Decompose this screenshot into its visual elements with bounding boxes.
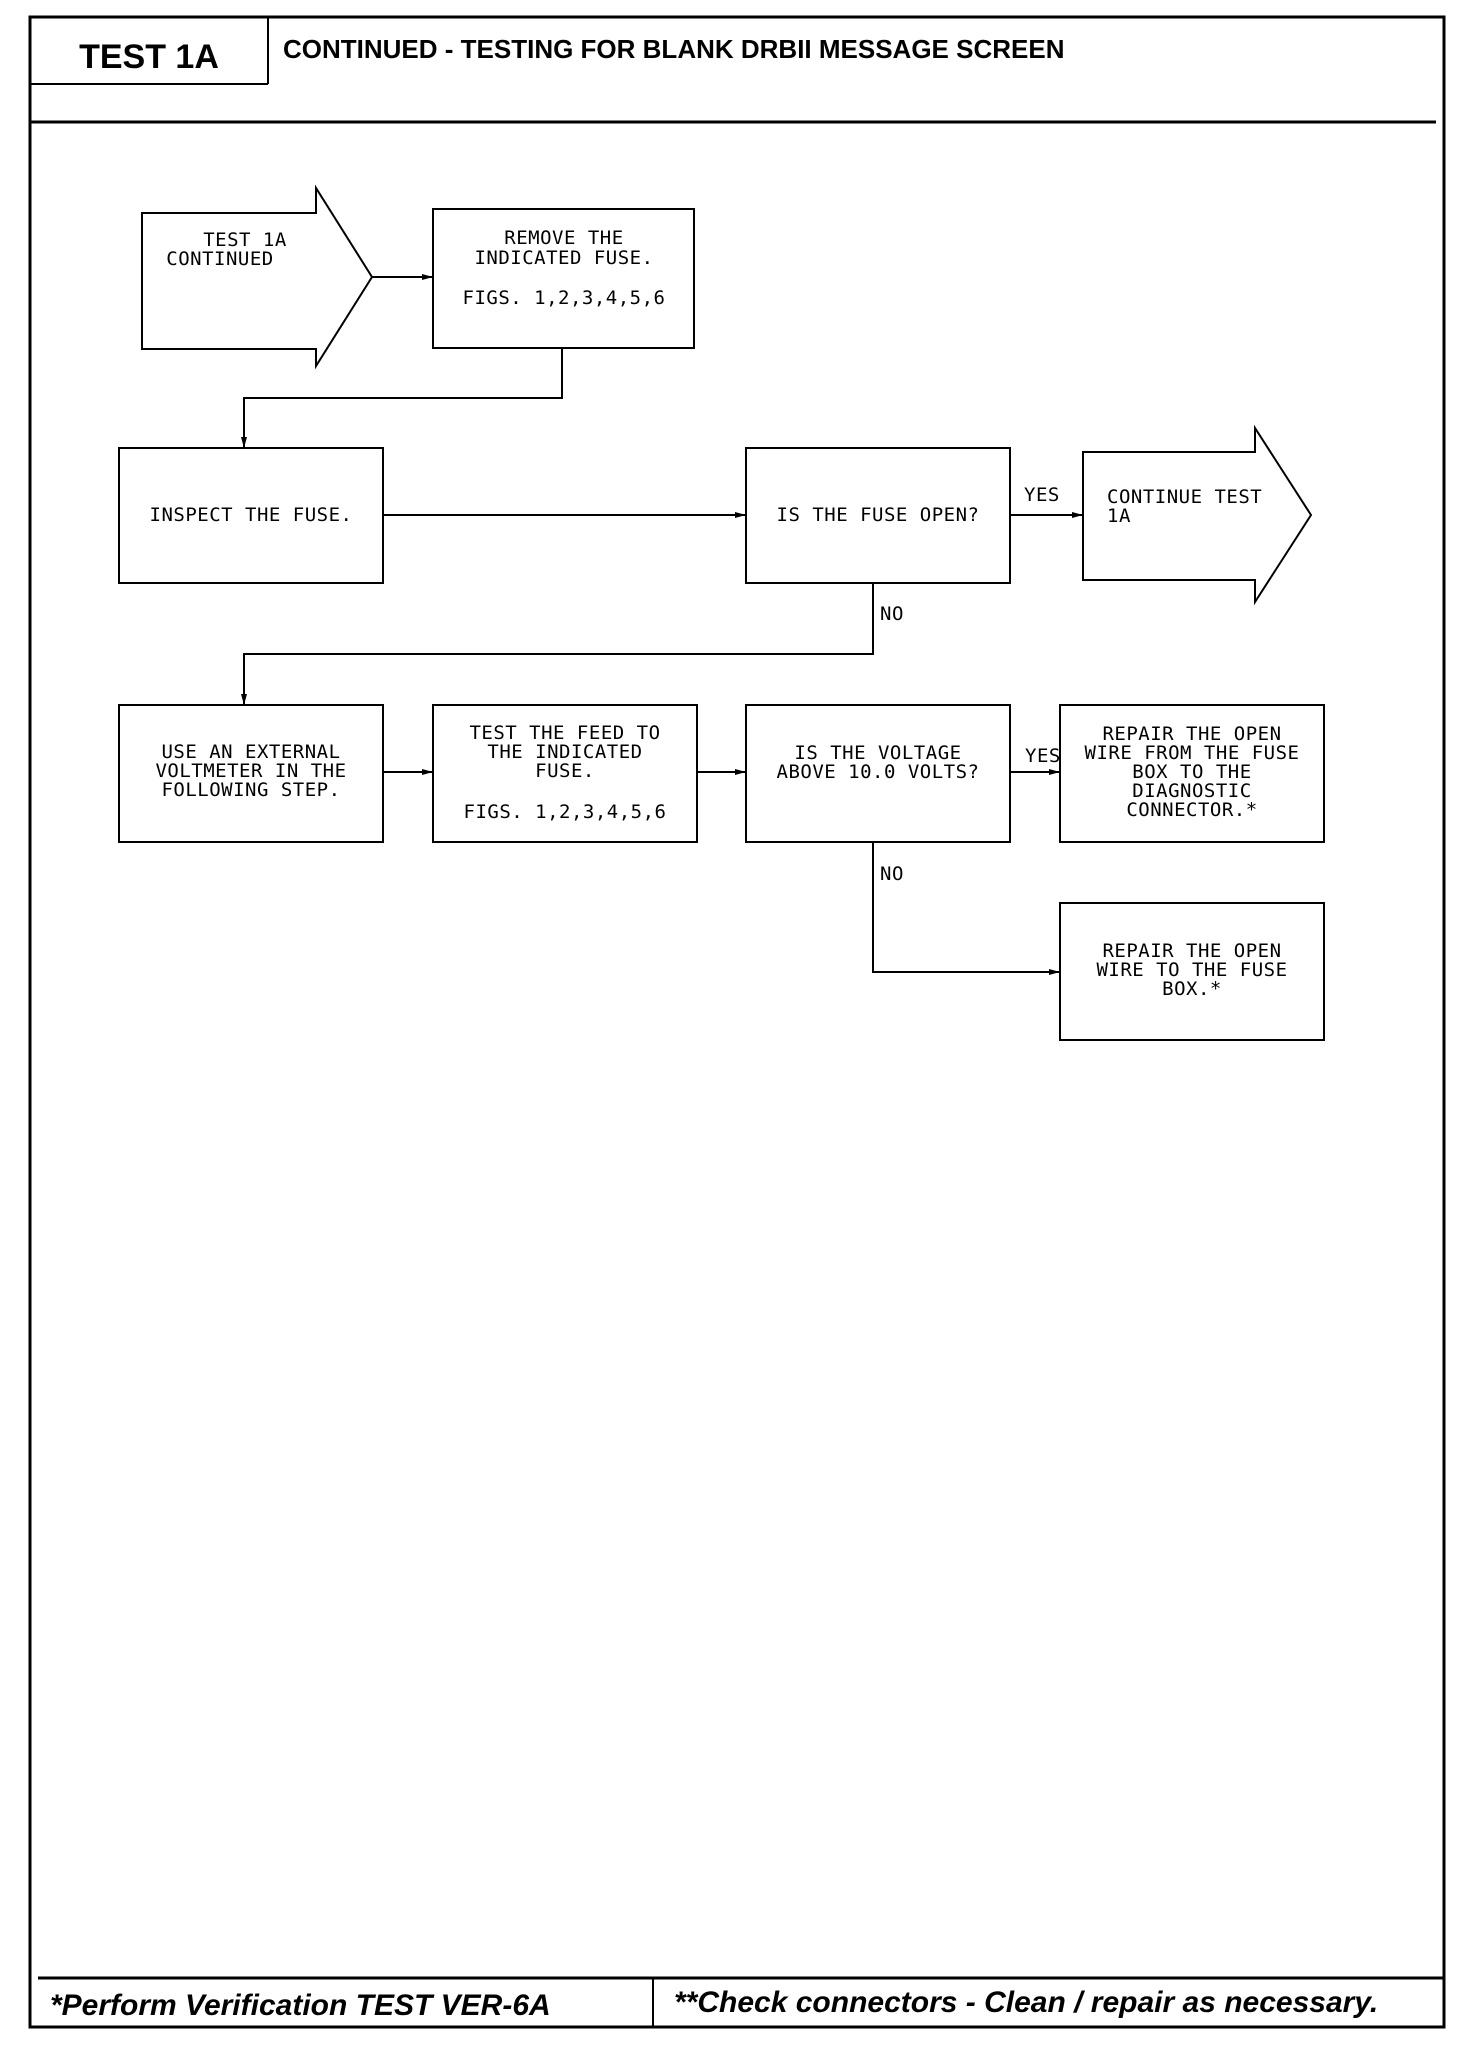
node-text: WIRE FROM THE FUSE bbox=[1085, 742, 1300, 764]
yes-label: YES bbox=[1024, 484, 1060, 506]
node-text: BOX.* bbox=[1162, 978, 1222, 1000]
decision-voltage-node: IS THE VOLTAGE ABOVE 10.0 VOLTS? bbox=[745, 704, 1011, 843]
node-text: INDICATED FUSE. bbox=[474, 247, 653, 269]
no-label: NO bbox=[880, 863, 904, 885]
node-text: BOX TO THE bbox=[1132, 761, 1251, 783]
remove-fuse-node: REMOVE THE INDICATED FUSE. FIGS. 1,2,3,4… bbox=[432, 208, 695, 349]
node-text: WIRE TO THE FUSE bbox=[1096, 959, 1287, 981]
node-text: IS THE VOLTAGE bbox=[794, 742, 961, 764]
arrow-shape bbox=[1082, 424, 1313, 606]
node-text: ABOVE 10.0 VOLTS? bbox=[777, 761, 980, 783]
process-box bbox=[432, 704, 698, 843]
start-arrow-node: TEST 1A CONTINUED bbox=[141, 184, 374, 370]
continue-test-arrow-node: CONTINUE TEST 1A bbox=[1082, 424, 1313, 606]
node-text: REPAIR THE OPEN bbox=[1102, 723, 1281, 745]
node-text: THE INDICATED bbox=[487, 741, 642, 763]
no-label: NO bbox=[880, 603, 904, 625]
node-text: FUSE. bbox=[535, 760, 595, 782]
process-box bbox=[432, 208, 695, 349]
repair-fuse-wire-node: REPAIR THE OPEN WIRE TO THE FUSE BOX.* bbox=[1059, 902, 1325, 1041]
footer-left-note: *Perform Verification TEST VER-6A bbox=[50, 1989, 551, 2022]
node-text: TEST THE FEED TO bbox=[469, 722, 660, 744]
node-text: FOLLOWING STEP. bbox=[161, 779, 340, 801]
page-border bbox=[28, 15, 1446, 2029]
connector-arrow bbox=[241, 583, 874, 705]
node-text: 1A bbox=[1107, 505, 1131, 527]
decision-fuse-open-node: IS THE FUSE OPEN? bbox=[745, 447, 1011, 584]
test-feed-node: TEST THE FEED TO THE INDICATED FUSE. FIG… bbox=[432, 704, 698, 843]
figs-reference: FIGS. 1,2,3,4,5,6 bbox=[463, 287, 666, 309]
figs-reference: FIGS. 1,2,3,4,5,6 bbox=[464, 801, 667, 823]
test-id: TEST 1A bbox=[79, 38, 219, 76]
repair-diag-wire-node: REPAIR THE OPEN WIRE FROM THE FUSE BOX T… bbox=[1059, 704, 1325, 843]
connector-arrow bbox=[872, 842, 1060, 975]
node-text: DIAGNOSTIC bbox=[1132, 780, 1251, 802]
use-voltmeter-node: USE AN EXTERNAL VOLTMETER IN THE FOLLOWI… bbox=[118, 704, 384, 843]
arrow-shape bbox=[141, 184, 374, 370]
connectors bbox=[241, 274, 1083, 975]
node-text: CONTINUE TEST bbox=[1107, 486, 1262, 508]
node-text: VOLTMETER IN THE bbox=[155, 760, 346, 782]
result-box bbox=[1059, 902, 1325, 1041]
node-text: CONNECTOR.* bbox=[1126, 799, 1257, 821]
page-title: CONTINUED - TESTING FOR BLANK DRBII MESS… bbox=[283, 34, 1064, 64]
footer-right-note: **Check connectors - Clean / repair as n… bbox=[674, 1986, 1378, 2019]
header: TEST 1A CONTINUED - TESTING FOR BLANK DR… bbox=[30, 17, 1436, 124]
result-box bbox=[1059, 704, 1325, 843]
node-text: TEST 1A bbox=[203, 229, 287, 251]
connector-arrow bbox=[241, 348, 563, 448]
node-text: INSPECT THE FUSE. bbox=[150, 504, 353, 526]
decision-box bbox=[745, 704, 1011, 843]
process-box bbox=[118, 704, 384, 843]
node-text: IS THE FUSE OPEN? bbox=[777, 504, 980, 526]
footer: *Perform Verification TEST VER-6A **Chec… bbox=[38, 1976, 1444, 2027]
inspect-fuse-node: INSPECT THE FUSE. bbox=[118, 447, 384, 584]
node-text: CONTINUED bbox=[166, 248, 273, 270]
node-text: USE AN EXTERNAL bbox=[161, 741, 340, 763]
node-text: REPAIR THE OPEN bbox=[1102, 940, 1281, 962]
node-text: REMOVE THE bbox=[504, 227, 623, 249]
yes-label: YES bbox=[1025, 745, 1061, 767]
